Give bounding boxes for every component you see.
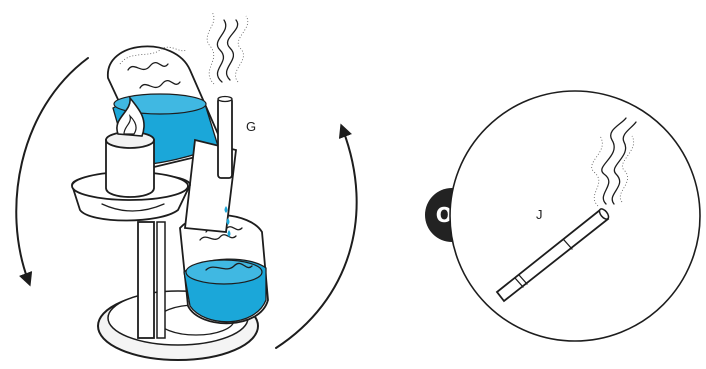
- cigarette-smoke-icon: [591, 117, 637, 207]
- rotation-arrow-left-icon: [15, 57, 89, 287]
- water-pipe-device: [71, 11, 269, 361]
- mouthpiece-stem: [217, 95, 233, 179]
- device-stand: [137, 221, 166, 339]
- cigarette-icon: [495, 208, 610, 303]
- smoke-icon: [206, 11, 249, 85]
- cigarette-illustration: [449, 90, 701, 342]
- lower-chamber: [179, 213, 269, 325]
- device-bowl: [105, 95, 155, 198]
- label-g: G: [246, 119, 256, 134]
- label-j: J: [536, 207, 543, 222]
- rotation-arrow-right-icon: [275, 123, 358, 349]
